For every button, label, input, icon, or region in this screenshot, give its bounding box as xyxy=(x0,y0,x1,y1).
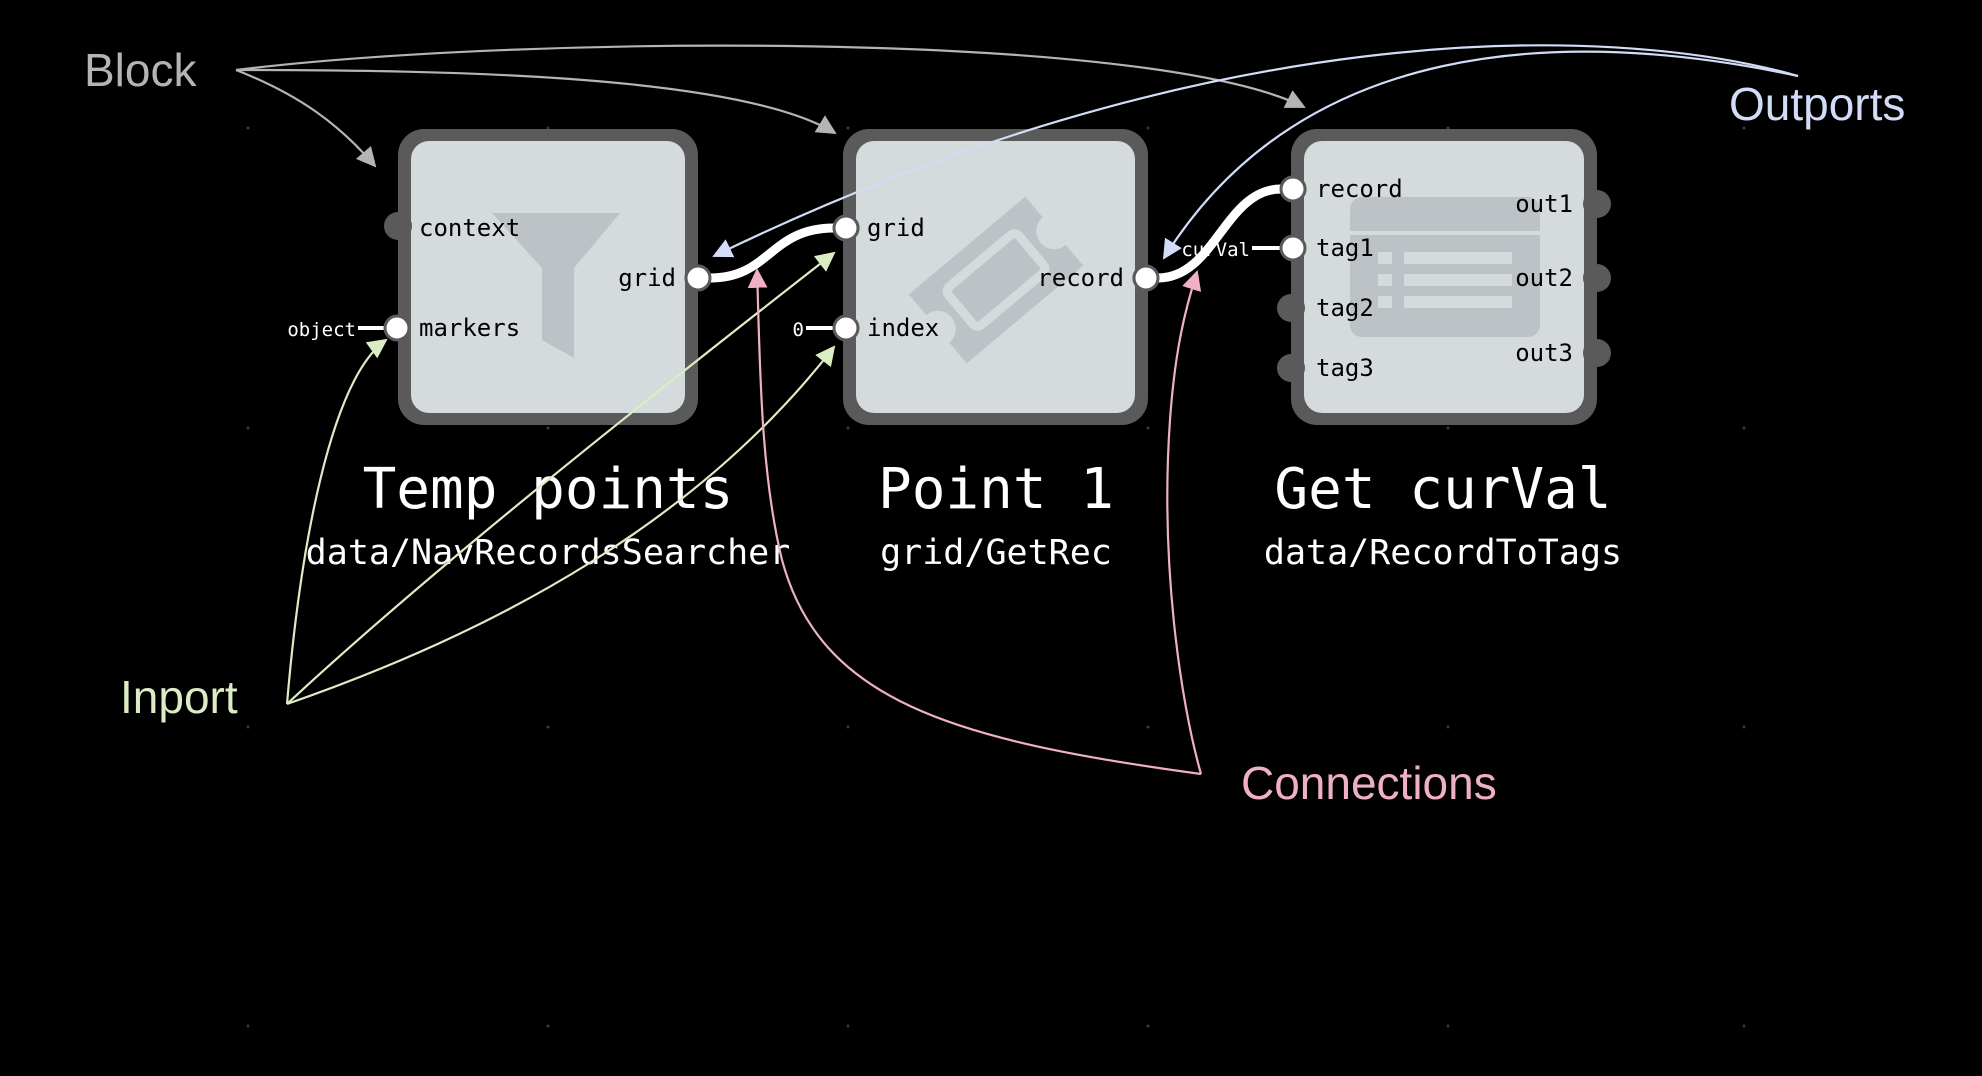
inport-grid-label: grid xyxy=(867,214,925,242)
annotation-label-outports: Outports xyxy=(1729,78,1905,130)
inport-index-label: index xyxy=(867,314,939,342)
annotation-label-block: Block xyxy=(84,44,197,96)
block-title: Point 1 xyxy=(878,457,1114,522)
annotation-arrow-connections xyxy=(747,268,1202,776)
annotation-arrow-inport xyxy=(285,338,388,705)
ticket-icon xyxy=(908,196,1084,364)
outport-out3-port[interactable] xyxy=(1583,339,1611,367)
outport-record-label: record xyxy=(1037,264,1124,292)
filter-icon xyxy=(492,213,620,358)
inport-grid-port[interactable] xyxy=(832,214,860,242)
block-type: data/NavRecordsSearcher xyxy=(306,533,791,573)
grid-dots xyxy=(246,126,1746,1028)
constant-value-zero: 0 xyxy=(793,319,804,341)
annotation-label-inport: Inport xyxy=(120,671,238,723)
block-type: grid/GetRec xyxy=(880,533,1112,573)
outport-record-port[interactable] xyxy=(1132,264,1160,292)
block-title: Temp points xyxy=(363,457,734,522)
annotation-arrow-outports xyxy=(712,44,1799,258)
annotation-arrow-block xyxy=(235,68,837,135)
annotation-arrow-outports xyxy=(1162,50,1799,260)
annotation-arrow-connections xyxy=(1166,270,1203,775)
annotation-label-connections: Connections xyxy=(1241,757,1497,809)
outport-out3-label: out3 xyxy=(1515,339,1573,367)
annotation-arrow-block xyxy=(235,68,377,168)
inport-context-label: context xyxy=(419,214,520,242)
inport-tag3-port[interactable] xyxy=(1277,354,1305,382)
block-type: data/RecordToTags xyxy=(1264,533,1622,573)
annotation-arrow-inport xyxy=(286,345,836,706)
outport-out1-label: out1 xyxy=(1515,190,1573,218)
inport-index-port[interactable] xyxy=(832,314,860,342)
inport-tag3-label: tag3 xyxy=(1316,354,1374,382)
block-temp-points[interactable]: context markers grid object Temp points … xyxy=(287,129,790,573)
inport-record-port[interactable] xyxy=(1279,175,1307,203)
block-title: Get curVal xyxy=(1274,457,1611,522)
outport-out2-label: out2 xyxy=(1515,264,1573,292)
inport-context-port[interactable] xyxy=(384,212,412,240)
record-icon xyxy=(1350,197,1540,337)
block-point-1[interactable]: grid index record 0 Point 1 grid/GetRec xyxy=(793,129,1160,573)
outport-grid-port[interactable] xyxy=(684,264,712,292)
inport-tag2-port[interactable] xyxy=(1277,294,1305,322)
outport-out2-port[interactable] xyxy=(1583,264,1611,292)
annotation-arrow-inport xyxy=(286,251,836,705)
inport-markers-port[interactable] xyxy=(383,314,411,342)
inport-tag1-label: tag1 xyxy=(1316,234,1374,262)
connection-record-to-record[interactable] xyxy=(1153,184,1286,283)
inport-tag2-label: tag2 xyxy=(1316,294,1374,322)
block-get-curval[interactable]: record tag1 tag2 tag3 out1 out2 out3 cur… xyxy=(1181,129,1622,573)
inport-record-label: record xyxy=(1316,175,1403,203)
annotation-arrow-block xyxy=(235,44,1306,108)
inport-markers-label: markers xyxy=(419,314,520,342)
outport-out1-port[interactable] xyxy=(1583,190,1611,218)
connection-grid-to-grid[interactable] xyxy=(705,223,839,283)
inport-tag1-port[interactable] xyxy=(1279,234,1307,262)
outport-grid-label: grid xyxy=(618,264,676,292)
constant-value-object: object xyxy=(287,319,356,341)
